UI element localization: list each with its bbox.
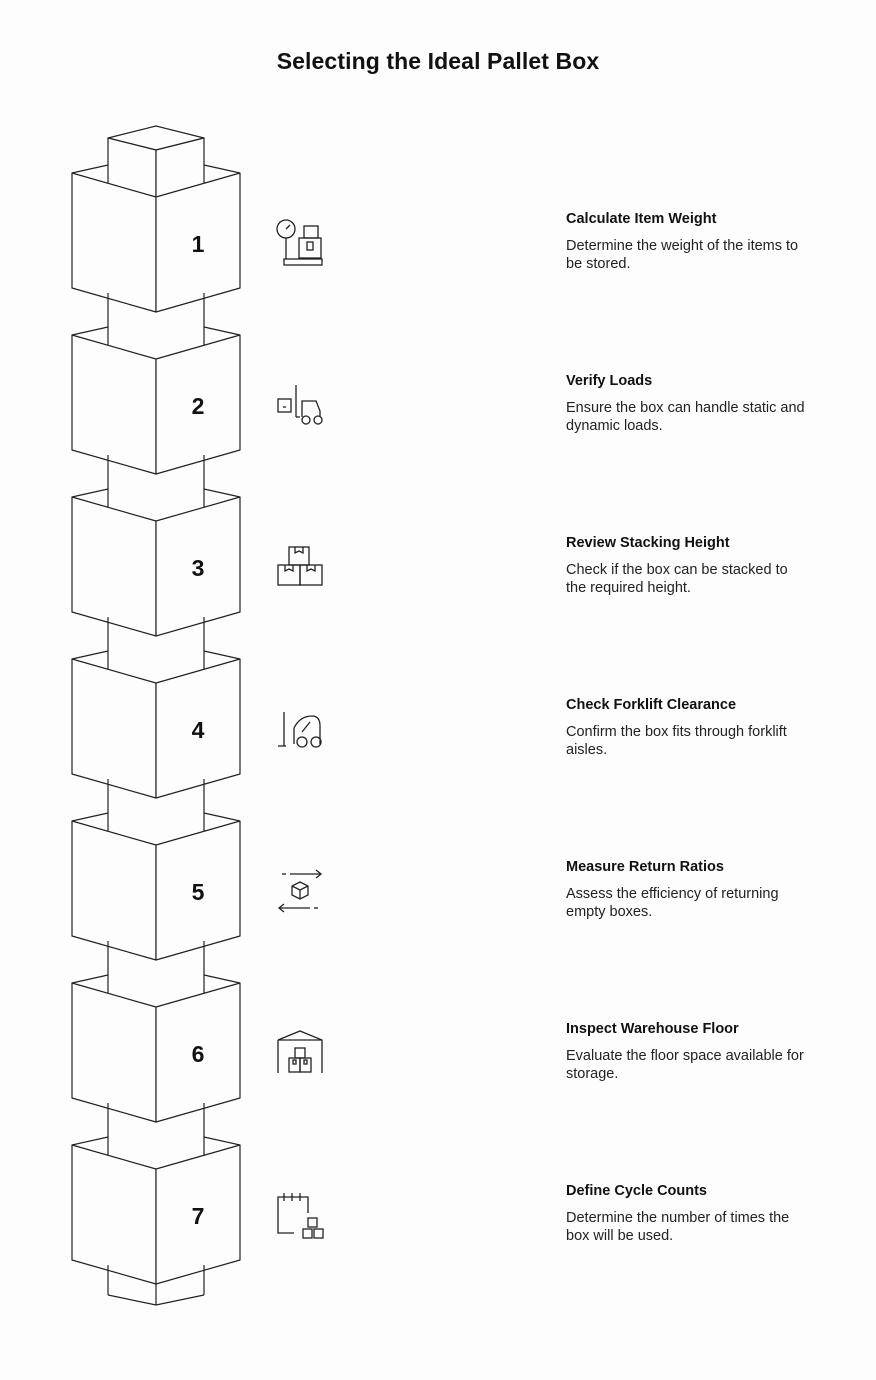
step-description: Determine the weight of the items to be … — [566, 238, 799, 272]
step-number: 2 — [192, 393, 205, 419]
step-title: Measure Return Ratios — [566, 859, 724, 875]
box-rim — [203, 488, 241, 498]
step-description: Ensure the box can handle static and dyn… — [566, 400, 805, 434]
step-7: Define Cycle Counts Determine the number… — [566, 1182, 811, 1245]
page-title: Selecting the Ideal Pallet Box — [276, 48, 600, 74]
return-cube-icon — [272, 862, 328, 918]
box-right-face — [155, 334, 241, 475]
step-number: 6 — [192, 1041, 205, 1067]
step-number: 4 — [192, 717, 205, 743]
box-left-face — [71, 1144, 157, 1285]
box-rim — [71, 488, 109, 498]
box-left-face — [71, 658, 157, 799]
step-number: 3 — [192, 555, 205, 581]
box-right-face — [155, 172, 241, 313]
box-rim — [71, 974, 109, 984]
box-rim — [71, 812, 109, 822]
step-2: Verify Loads Ensure the box can handle s… — [566, 372, 811, 435]
box-right-face — [155, 658, 241, 799]
calendar-boxes-icon — [272, 1187, 328, 1243]
box-rim — [203, 164, 241, 174]
forklift-icon — [272, 702, 328, 758]
step-number: 5 — [192, 879, 205, 905]
step-6: Inspect Warehouse Floor Evaluate the flo… — [566, 1020, 811, 1083]
step-5: Measure Return Ratios Assess the efficie… — [566, 858, 811, 921]
box-left-face — [71, 172, 157, 313]
box-rim — [203, 1136, 241, 1146]
box-right-face — [155, 496, 241, 637]
box-left-face — [71, 982, 157, 1123]
step-title: Calculate Item Weight — [566, 211, 717, 227]
step-description: Check if the box can be stacked to the r… — [566, 562, 788, 596]
warehouse-icon — [272, 1025, 328, 1081]
step-description: Determine the number of times the box wi… — [566, 1210, 790, 1244]
box-left-face — [71, 496, 157, 637]
step-title: Inspect Warehouse Floor — [566, 1021, 739, 1037]
box-rim — [71, 1136, 109, 1146]
step-title: Review Stacking Height — [566, 535, 730, 551]
box-left-face — [71, 334, 157, 475]
step-number: 1 — [192, 231, 205, 257]
box-rim — [71, 650, 109, 660]
box-rim — [203, 326, 241, 336]
scale-icon — [272, 215, 328, 271]
step-title: Verify Loads — [566, 373, 653, 389]
box-right-face — [155, 1144, 241, 1285]
box-right-face — [155, 820, 241, 961]
step-number: 7 — [192, 1203, 205, 1229]
box-rim — [203, 650, 241, 660]
box-rim — [203, 974, 241, 984]
step-title: Define Cycle Counts — [566, 1183, 707, 1199]
box-rim — [71, 164, 109, 174]
step-4: Check Forklift Clearance Confirm the box… — [566, 696, 811, 759]
step-description: Evaluate the floor space available for s… — [566, 1048, 804, 1082]
box-rim — [71, 326, 109, 336]
step-description: Confirm the box fits through forklift ai… — [566, 724, 787, 758]
box-rim — [203, 812, 241, 822]
forklift-load-icon — [272, 377, 328, 433]
box-right-face — [155, 982, 241, 1123]
step-3: Review Stacking Height Check if the box … — [566, 534, 811, 597]
stacked-boxes-icon — [272, 540, 328, 596]
step-title: Check Forklift Clearance — [566, 697, 737, 713]
step-description: Assess the efficiency of returning empty… — [566, 886, 779, 920]
box-left-face — [71, 820, 157, 961]
step-1: Calculate Item Weight Determine the weig… — [566, 210, 811, 273]
